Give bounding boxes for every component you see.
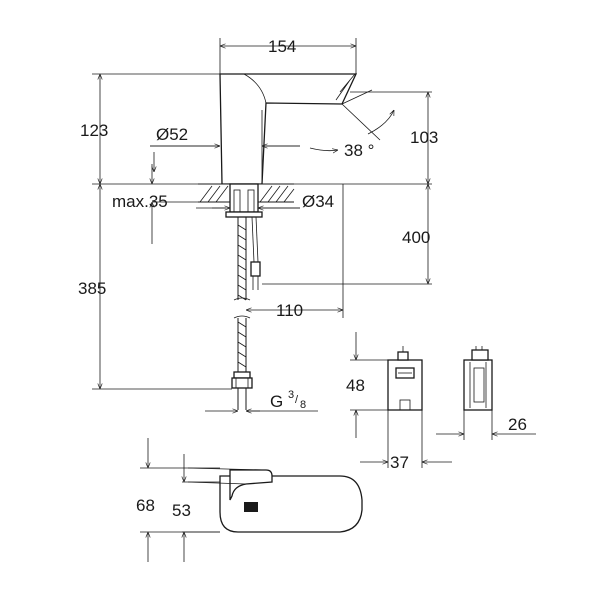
faucet-side-view bbox=[198, 73, 358, 410]
dimension-385: 385 bbox=[78, 184, 232, 390]
dim-400-label: 400 bbox=[402, 228, 430, 247]
dimension-123: 123 bbox=[80, 73, 220, 185]
dim-103-label: 103 bbox=[410, 128, 438, 147]
dim-g-num: 3 bbox=[288, 389, 294, 401]
control-box-front: 48 37 bbox=[346, 332, 452, 472]
dim-385-label: 385 bbox=[78, 279, 106, 298]
dim-g-slash: / bbox=[295, 394, 299, 406]
dim-37-label: 37 bbox=[390, 453, 409, 472]
sensor-cable bbox=[250, 216, 261, 290]
dimension-103: 103 bbox=[294, 91, 438, 185]
dim-123-label: 123 bbox=[80, 121, 108, 140]
dimension-400: 400 bbox=[262, 184, 432, 285]
dim-34-label: Ø34 bbox=[302, 192, 334, 211]
water-hose bbox=[231, 217, 253, 410]
dim-68-label: 68 bbox=[136, 496, 155, 515]
faucet-top-view: 68 53 bbox=[136, 438, 363, 562]
dimension-diameter-34: Ø34 bbox=[212, 192, 334, 211]
control-box-side: 26 bbox=[436, 346, 536, 440]
dimension-110: 110 bbox=[246, 184, 344, 320]
dimension-154: 154 bbox=[219, 37, 357, 74]
dim-g-den: 8 bbox=[300, 399, 306, 411]
dimension-max35: max.35 bbox=[112, 164, 226, 244]
dim-52-label: Ø52 bbox=[156, 125, 188, 144]
dim-g-label: G bbox=[270, 392, 283, 411]
dim-angle-label: 38 ° bbox=[344, 141, 374, 160]
dimension-diameter-52: Ø52 bbox=[150, 125, 300, 172]
dimension-angle-38: 38 ° bbox=[309, 89, 395, 160]
dim-48-label: 48 bbox=[346, 376, 365, 395]
dim-110-label: 110 bbox=[276, 301, 303, 320]
dimension-g38: G 3 / 8 bbox=[205, 389, 318, 411]
dim-26-label: 26 bbox=[508, 415, 527, 434]
dim-max35-label: max.35 bbox=[112, 192, 168, 211]
dim-154-label: 154 bbox=[268, 37, 296, 56]
dim-53-label: 53 bbox=[172, 501, 191, 520]
